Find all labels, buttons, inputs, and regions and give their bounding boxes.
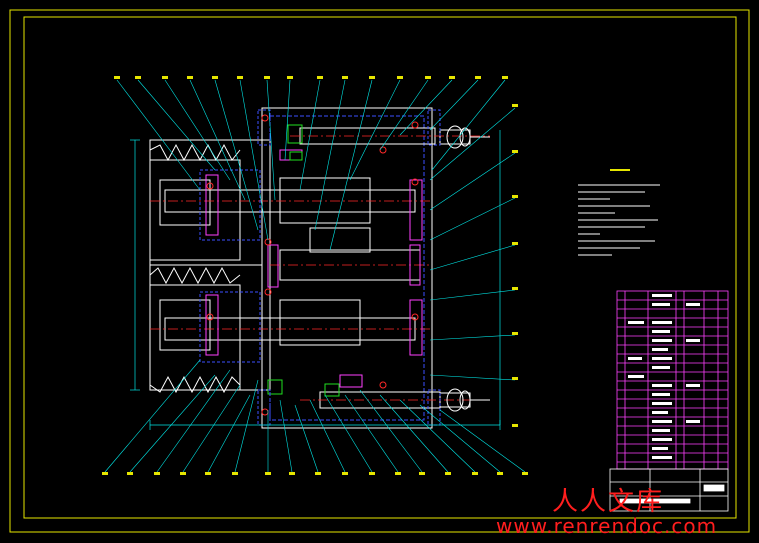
lower-pulley bbox=[149, 266, 241, 394]
parts-list-text-marks bbox=[628, 294, 700, 459]
dimension-lines bbox=[130, 130, 501, 430]
outer-border bbox=[9, 9, 750, 533]
balloon-marks bbox=[102, 76, 528, 475]
gear-sections bbox=[205, 149, 423, 388]
leader-lines-right bbox=[429, 107, 516, 381]
green-accents bbox=[267, 124, 340, 397]
parts-list-table bbox=[616, 290, 729, 470]
centerlines bbox=[150, 135, 490, 401]
leader-lines-top bbox=[116, 79, 506, 251]
title-block bbox=[609, 468, 729, 512]
watermark-chinese: 人人文库 bbox=[552, 487, 665, 517]
gearbox-housing bbox=[149, 107, 433, 429]
watermark-url: www.renrendoc.com bbox=[496, 514, 718, 538]
upper-pulley bbox=[149, 143, 241, 261]
hidden-lines bbox=[199, 109, 441, 426]
technical-notes bbox=[578, 169, 660, 256]
bearings bbox=[206, 114, 419, 416]
inner-border bbox=[23, 16, 737, 519]
output-couplings bbox=[439, 125, 490, 412]
leader-lines-bottom bbox=[104, 359, 526, 473]
